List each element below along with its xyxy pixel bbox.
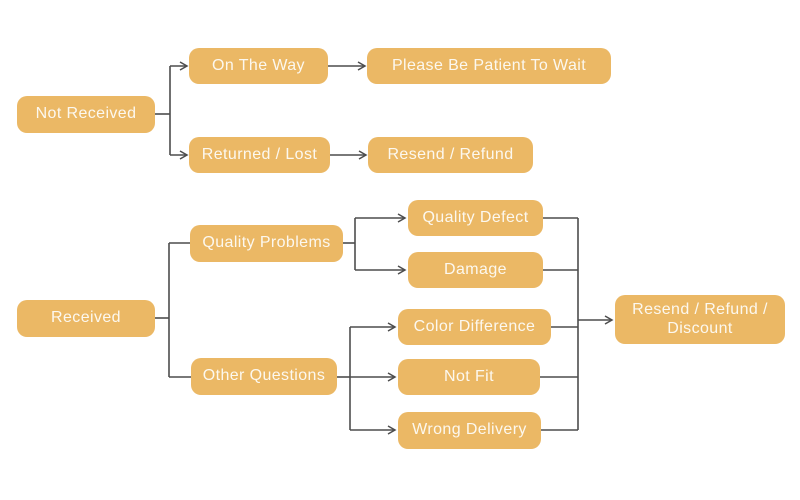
node-damage: Damage: [408, 252, 543, 288]
node-other-questions: Other Questions: [191, 358, 337, 395]
node-resend-refund: Resend / Refund: [368, 137, 533, 173]
node-please-be-patient-to-wait: Please Be Patient To Wait: [367, 48, 611, 84]
node-not-fit: Not Fit: [398, 359, 540, 395]
node-quality-problems: Quality Problems: [190, 225, 343, 262]
node-wrong-delivery: Wrong Delivery: [398, 412, 541, 449]
node-resend-refund-discount: Resend / Refund / Discount: [615, 295, 785, 344]
node-returned-lost: Returned / Lost: [189, 137, 330, 173]
node-not-received: Not Received: [17, 96, 155, 133]
node-quality-defect: Quality Defect: [408, 200, 543, 236]
node-received: Received: [17, 300, 155, 337]
node-color-difference: Color Difference: [398, 309, 551, 345]
node-on-the-way: On The Way: [189, 48, 328, 84]
